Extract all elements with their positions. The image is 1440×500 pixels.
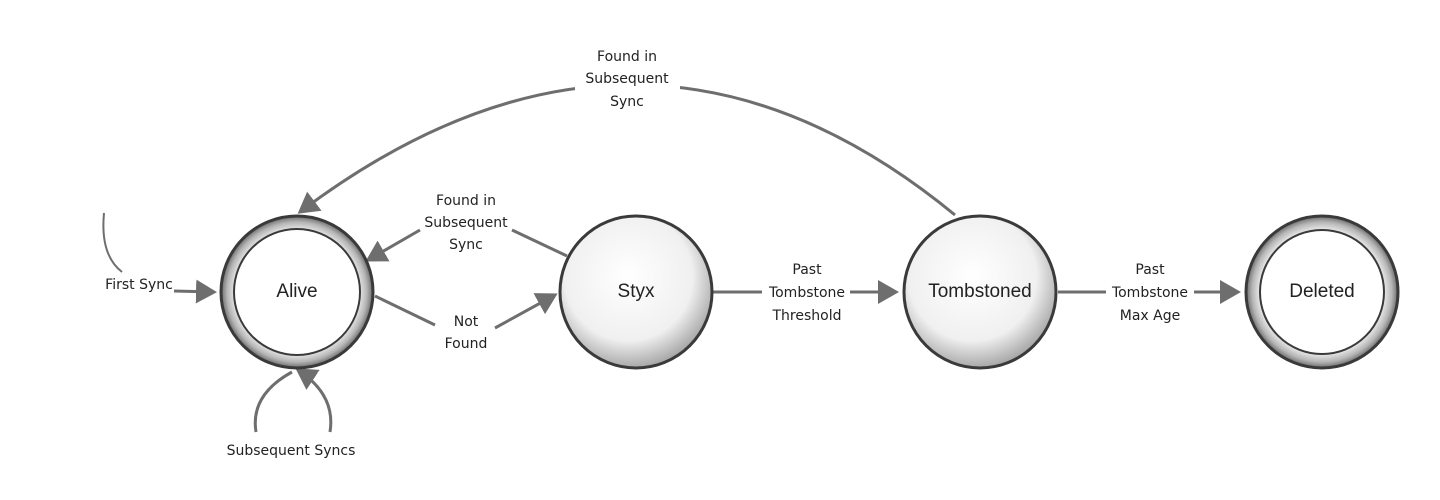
label-line: Found in xyxy=(436,193,496,209)
label-line: Found xyxy=(445,336,488,352)
state-styx-label: Styx xyxy=(618,281,655,302)
edge-first-sync xyxy=(173,279,217,304)
state-tombstoned-label: Tombstoned xyxy=(928,281,1032,302)
label-line: Past xyxy=(1135,262,1165,278)
edge-styx-to-alive-head xyxy=(365,228,421,262)
state-tombstoned[interactable]: Tombstoned xyxy=(902,214,1058,370)
state-alive[interactable]: Alive xyxy=(219,214,375,370)
state-alive-label: Alive xyxy=(276,281,317,302)
label-tombstoned-to-deleted: Past Tombstone Max Age xyxy=(1111,262,1188,324)
edge-alive-to-styx xyxy=(374,294,436,327)
label-first-sync: First Sync xyxy=(105,277,173,293)
label-styx-to-alive: Found in Subsequent Sync xyxy=(424,193,508,253)
label-styx-to-tombstoned: Past Tombstone Threshold xyxy=(768,262,845,324)
label-line: Sync xyxy=(449,237,483,253)
label-line: Subsequent xyxy=(424,215,508,231)
label-line: Not xyxy=(454,314,479,330)
label-line: Found in xyxy=(597,49,657,65)
edge-subsequent-syncs-right xyxy=(295,368,333,433)
edge-styx-to-alive xyxy=(511,228,568,258)
state-styx[interactable]: Styx xyxy=(558,214,714,370)
label-line: Tombstone xyxy=(1111,285,1188,301)
label-line: Sync xyxy=(610,94,644,110)
edge-first-sync-lead xyxy=(102,212,123,273)
edge-subsequent-syncs-left xyxy=(253,370,293,433)
label-line: Past xyxy=(792,262,822,278)
label-tombstoned-to-alive: Found in Subsequent Sync xyxy=(585,49,669,110)
state-deleted[interactable]: Deleted xyxy=(1244,214,1400,370)
label-line: Max Age xyxy=(1120,308,1180,324)
label-line: Threshold xyxy=(772,308,842,324)
label-line: Subsequent xyxy=(585,71,669,87)
label-alive-to-styx: Not Found xyxy=(445,314,488,352)
label-line: Tombstone xyxy=(768,285,845,301)
label-subsequent-syncs: Subsequent Syncs xyxy=(227,443,356,459)
edge-alive-to-styx-head xyxy=(494,293,558,330)
state-deleted-label: Deleted xyxy=(1289,281,1355,302)
